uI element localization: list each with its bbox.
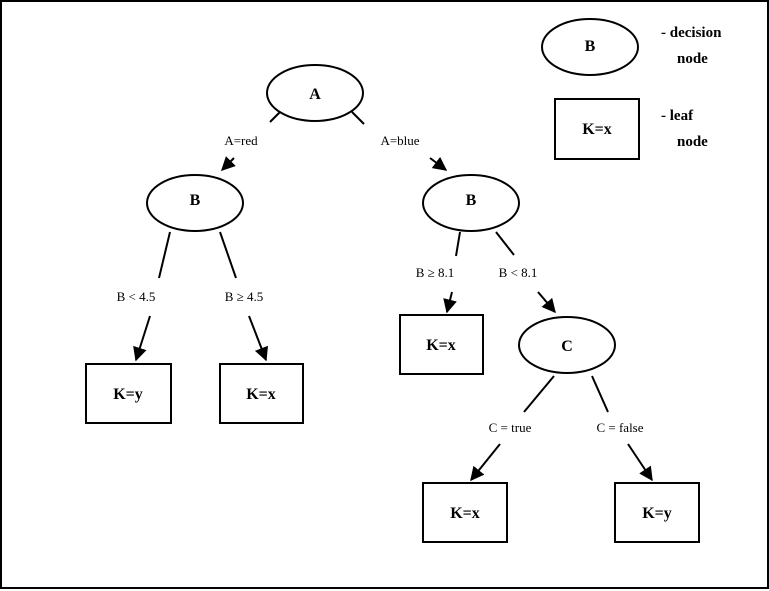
legend-leaf-line2: node [677,134,708,150]
legend-leaf-symbol: K=x [582,121,612,138]
legend: B - decision node K=x - leaf node [541,18,722,160]
legend-decision-ellipse [541,18,639,76]
edge-b-lt45-lower [133,315,151,362]
leaf-node-y-2: K=y [614,482,700,543]
edge-b-ge81-upper [455,231,461,257]
edge-c-false-lower [627,443,653,482]
legend-decision-line1: - decision [661,25,722,41]
leaf-node-y-2-label: K=y [642,505,672,522]
edge-label-b-lt-45: B < 4.5 [117,289,156,304]
edge-b-lt81-upper [495,231,515,256]
edge-b-ge45-lower [248,315,268,362]
edge-label-a-red: A=red [224,133,258,148]
edge-label-c-true: C = true [489,420,532,435]
leaf-node-x-2-label: K=x [426,337,456,354]
decision-node-c-label: C [561,338,573,355]
legend-leaf-line1: - leaf [661,108,694,124]
edge-label-c-false: C = false [596,420,643,435]
leaf-node-y-1-label: K=y [113,386,143,403]
decision-node-c: C [518,316,616,374]
leaf-node-x-3-label: K=x [450,505,480,522]
edge-b-lt45-upper [158,231,171,279]
edge-label-b-ge-81: B ≥ 8.1 [416,265,455,280]
leaf-node-x-1-label: K=x [246,386,276,403]
decision-node-a-label: A [309,86,321,103]
leaf-node-x-3: K=x [422,482,508,543]
leaf-node-x-2: K=x [399,314,484,375]
decision-node-a: A [266,64,364,122]
edge-b-ge45-upper [219,231,237,279]
edge-label-a-blue: A=blue [380,133,419,148]
leaf-node-y-1: K=y [85,363,172,424]
decision-node-b-right: B [422,174,520,232]
decision-node-b-right-label: B [466,192,477,209]
legend-decision-symbol: B [585,38,596,55]
legend-decision-line2: node [677,51,708,67]
edge-label-b-lt-81: B < 8.1 [499,265,538,280]
edge-b-lt81-lower [537,291,556,314]
edge-a-red-upper [269,111,281,123]
edge-a-blue-upper [351,111,365,125]
edge-c-false-upper [591,375,609,413]
edge-c-true-upper [523,375,555,413]
edge-a-blue-lower [429,156,448,171]
edge-b-ge81-lower [443,291,457,314]
decision-node-b-left-label: B [190,192,201,209]
edge-label-b-ge-45: B ≥ 4.5 [225,289,264,304]
edge-c-true-lower [470,443,501,482]
decision-node-b-left: B [146,174,244,232]
leaf-node-x-1: K=x [219,363,304,424]
edge-a-red-lower [221,156,236,171]
legend-leaf-box [554,98,640,160]
